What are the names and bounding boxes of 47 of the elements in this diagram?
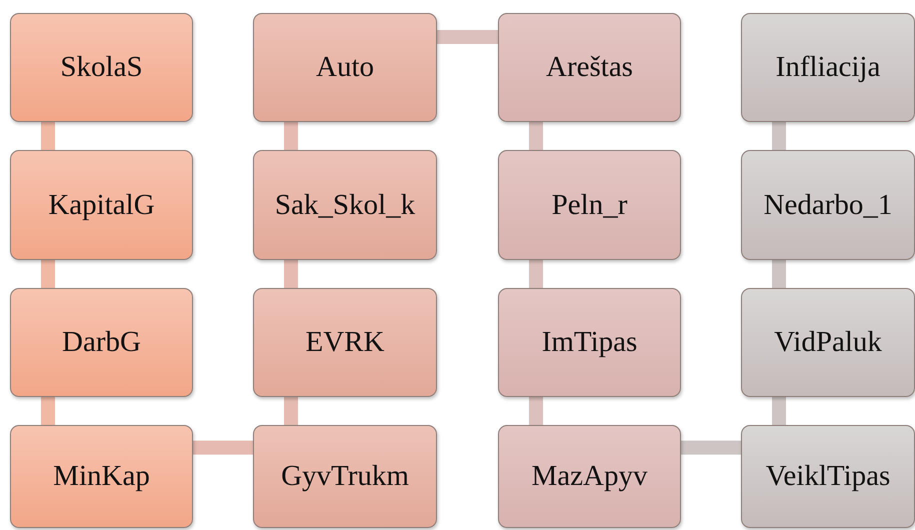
connector-bar bbox=[772, 260, 786, 288]
box-label: KapitalG bbox=[48, 188, 155, 222]
box-label: GyvTrukm bbox=[281, 460, 409, 493]
process-box bbox=[741, 13, 915, 122]
connector-bar bbox=[284, 260, 298, 288]
connector-bar bbox=[41, 122, 55, 150]
box-label: Peln_r bbox=[552, 188, 628, 222]
connector-bar bbox=[284, 397, 298, 425]
box-label: VeiklTipas bbox=[766, 460, 890, 493]
process-box bbox=[498, 425, 681, 528]
connector-bar bbox=[284, 122, 298, 150]
box-label: VidPaluk bbox=[774, 326, 882, 359]
connector-bar bbox=[772, 122, 786, 150]
process-box bbox=[10, 13, 193, 122]
connector-bar bbox=[437, 30, 498, 44]
box-label: DarbG bbox=[62, 326, 141, 359]
process-box bbox=[741, 425, 915, 528]
box-label: MazApyv bbox=[532, 460, 648, 493]
process-box bbox=[253, 425, 437, 528]
process-box bbox=[498, 288, 681, 397]
connector-bar bbox=[529, 260, 543, 288]
box-label: Nedarbo_1 bbox=[764, 188, 892, 222]
connector-bar bbox=[529, 122, 543, 150]
connector-bar bbox=[41, 260, 55, 288]
box-label: Sak_Skol_k bbox=[274, 188, 416, 222]
process-box bbox=[741, 288, 915, 397]
box-label: ImTipas bbox=[542, 326, 638, 359]
box-label: Auto bbox=[316, 51, 374, 84]
box-label: MinKap bbox=[53, 460, 150, 493]
connector-bar bbox=[681, 440, 741, 455]
process-box bbox=[253, 13, 437, 122]
process-box bbox=[10, 150, 193, 260]
connector-bar bbox=[41, 397, 55, 425]
process-box bbox=[741, 150, 915, 260]
process-box bbox=[253, 150, 437, 260]
box-label: Areštas bbox=[546, 51, 633, 84]
process-box bbox=[498, 13, 681, 122]
process-box bbox=[10, 425, 193, 528]
process-box bbox=[10, 288, 193, 397]
process-box bbox=[498, 150, 681, 260]
connector-bar bbox=[529, 397, 543, 425]
box-label: SkolaS bbox=[60, 51, 143, 84]
connector-bar bbox=[193, 440, 253, 455]
process-box bbox=[253, 288, 437, 397]
box-label: Infliacija bbox=[776, 51, 880, 84]
connector-bar bbox=[772, 397, 786, 425]
box-label: EVRK bbox=[306, 326, 384, 359]
